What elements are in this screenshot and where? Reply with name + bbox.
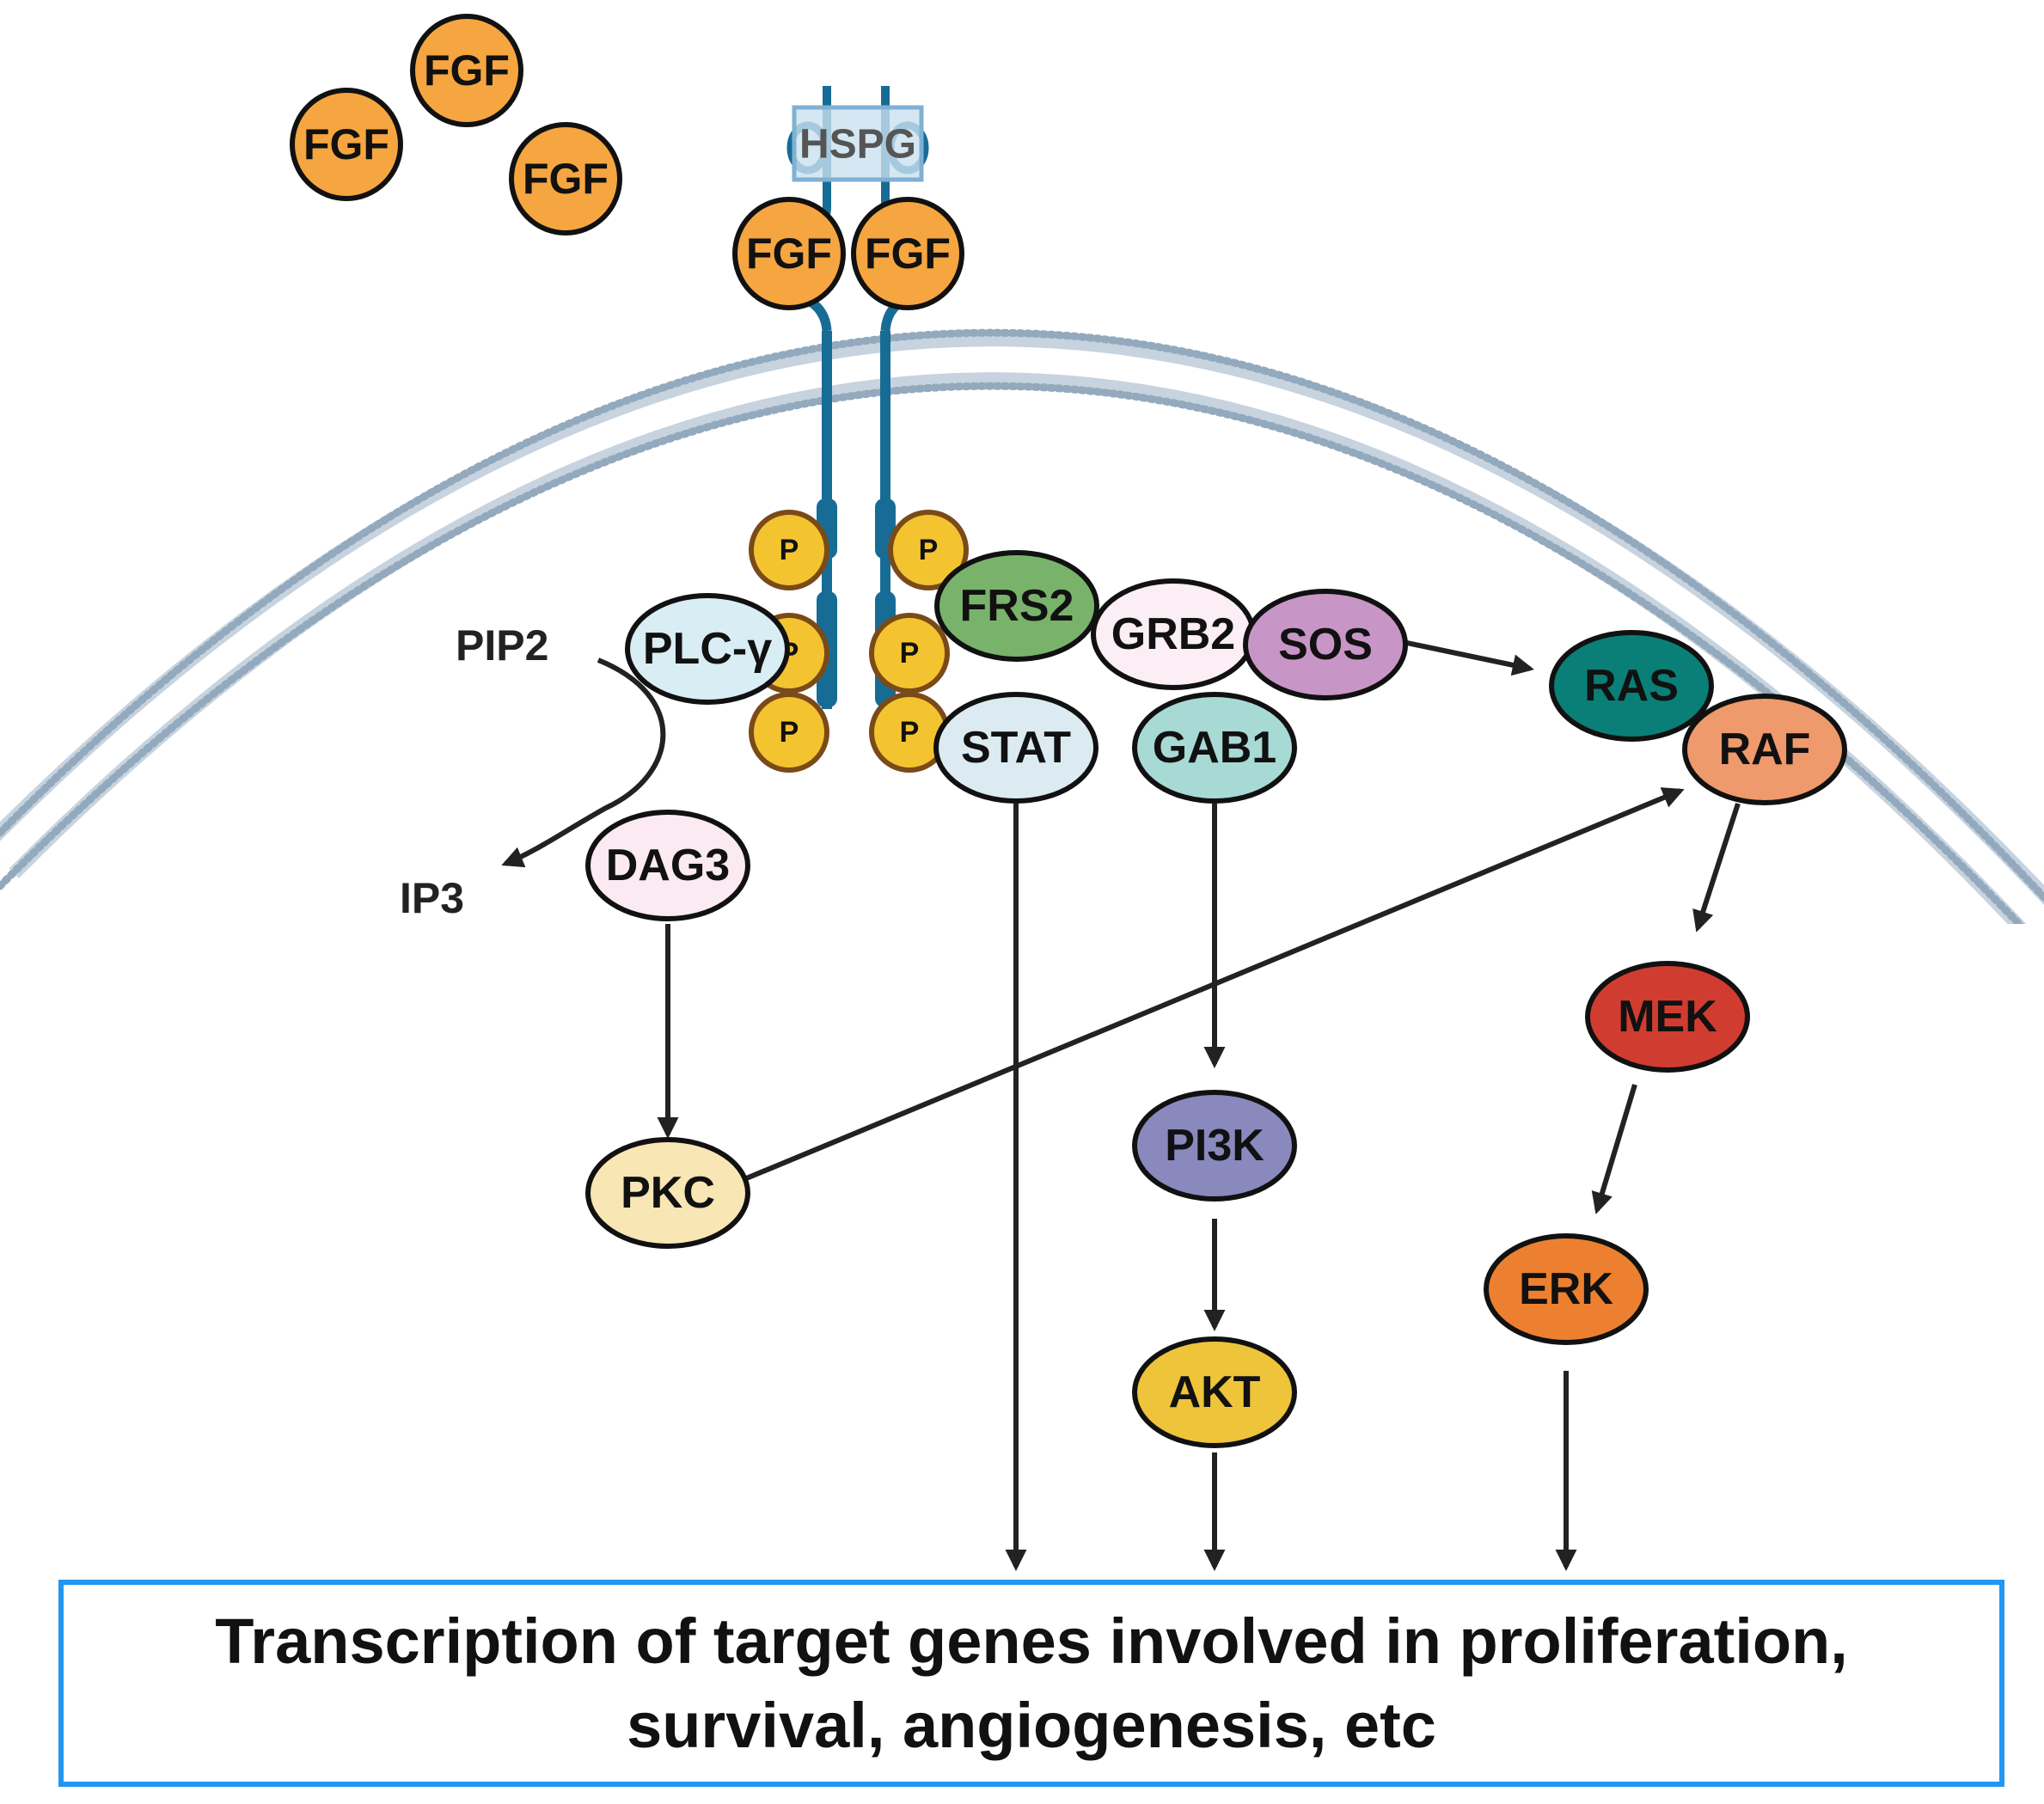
svg-text:P: P (780, 534, 799, 566)
svg-text:GRB2: GRB2 (1111, 609, 1235, 659)
svg-text:PI3K: PI3K (1165, 1121, 1264, 1171)
svg-text:FGF: FGF (303, 120, 389, 168)
node-pi3k: PI3K (1132, 1090, 1297, 1202)
svg-text:FRS2: FRS2 (960, 581, 1074, 631)
svg-text:P: P (900, 716, 920, 749)
cell-membrane (0, 328, 2044, 924)
output-line-2: survival, angiogenesis, etc (627, 1689, 1436, 1761)
hspg-label: HSPG (799, 122, 916, 168)
arrow-sos-to-ras (1402, 639, 1534, 676)
arrow-pip2-to-ip3 (501, 657, 666, 868)
node-stat: STAT (933, 692, 1098, 804)
phospho-site-left-1: P (749, 510, 829, 590)
fgf-ligand-2: FGF (410, 14, 523, 127)
svg-text:RAF: RAF (1719, 725, 1811, 774)
svg-text:FGF: FGF (523, 155, 609, 203)
node-akt: AKT (1132, 1336, 1297, 1448)
phospho-site-right-3: P (869, 692, 950, 773)
node-dag3: DAG3 (585, 810, 750, 921)
svg-text:DAG3: DAG3 (606, 841, 730, 890)
node-erk: ERK (1484, 1233, 1649, 1345)
node-ras: RAS (1549, 630, 1714, 742)
pip2-label: PIP2 (456, 621, 548, 670)
phospho-site-right-1: P (888, 510, 969, 590)
phospho-site-left-3: P (749, 692, 829, 773)
svg-text:GAB1: GAB1 (1153, 723, 1276, 773)
svg-text:P: P (900, 637, 920, 670)
svg-text:PLC-γ: PLC-γ (643, 624, 772, 674)
node-sos: SOS (1243, 589, 1408, 700)
output-line-1: Transcription of target genes involved i… (215, 1605, 1848, 1677)
svg-text:P: P (780, 716, 799, 749)
svg-text:FGF: FGF (865, 229, 951, 278)
arrow-raf-to-mek (1692, 803, 1741, 933)
svg-text:FGF: FGF (424, 46, 510, 95)
svg-text:STAT: STAT (961, 723, 1071, 773)
node-gab1: GAB1 (1132, 692, 1297, 804)
node-pkc: PKC (585, 1137, 750, 1249)
svg-text:PKC: PKC (621, 1168, 715, 1218)
bound-fgf-left: FGF (732, 197, 846, 310)
arrows (501, 639, 1741, 1572)
svg-text:MEK: MEK (1618, 992, 1717, 1042)
transcription-output-box: Transcription of target genes involved i… (58, 1580, 2004, 1787)
svg-text:FGF: FGF (746, 229, 832, 278)
svg-text:SOS: SOS (1278, 620, 1373, 670)
phospho-sites: P P P P P P (749, 510, 969, 773)
fgf-ligand-3: FGF (509, 122, 622, 235)
node-mek: MEK (1585, 961, 1750, 1073)
node-plc-gamma: PLC-γ (625, 593, 790, 705)
node-grb2: GRB2 (1091, 578, 1256, 690)
phospho-site-right-2: P (869, 613, 950, 694)
svg-text:P: P (919, 534, 939, 566)
svg-text:RAS: RAS (1584, 661, 1679, 711)
hspg-box: HSPG (792, 105, 924, 182)
fgf-ligand-1: FGF (290, 88, 403, 201)
node-raf: RAF (1682, 694, 1847, 805)
node-frs2: FRS2 (934, 550, 1099, 662)
ip3-label: IP3 (400, 874, 464, 922)
svg-text:ERK: ERK (1519, 1264, 1613, 1314)
bound-fgf-right: FGF (851, 197, 964, 310)
arrow-mek-to-erk (1591, 1084, 1637, 1214)
svg-text:AKT: AKT (1169, 1367, 1261, 1417)
